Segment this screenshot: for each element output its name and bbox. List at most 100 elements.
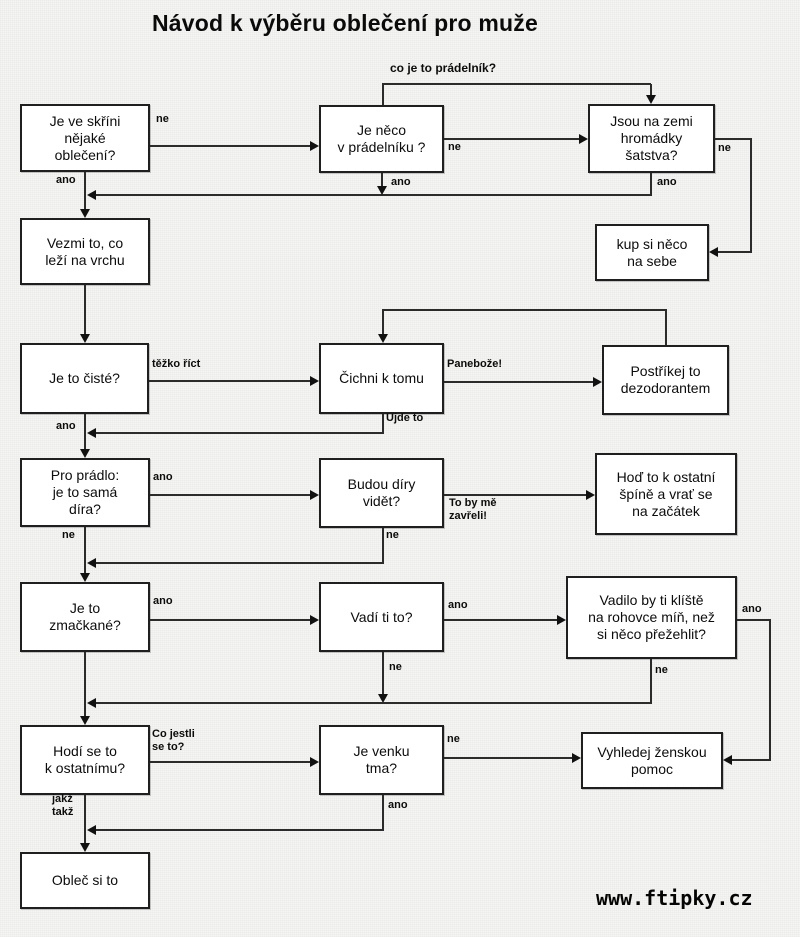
node-oblec-si-to: Obleč si to xyxy=(20,852,150,909)
edge-label: těžko říct xyxy=(152,358,201,370)
arrowhead xyxy=(310,490,319,500)
node-kup-si-neco: kup si něco na sebe xyxy=(595,224,709,281)
arrowhead xyxy=(87,698,96,708)
node-je-ve-skrini: Je ve skříni nějaké oblečení? xyxy=(20,104,150,172)
connector-line xyxy=(150,761,313,763)
connector-line xyxy=(94,194,652,196)
arrowhead xyxy=(646,95,656,104)
connector-line xyxy=(381,173,383,187)
connector-line xyxy=(149,380,313,382)
edge-label: ne xyxy=(62,529,75,541)
arrowhead xyxy=(80,573,90,582)
edge-label: ne xyxy=(389,661,402,673)
arrowhead xyxy=(557,615,566,625)
edge-label: ano xyxy=(448,599,468,611)
arrowhead xyxy=(80,716,90,725)
edge-label: ne xyxy=(655,664,668,676)
arrowhead xyxy=(586,490,595,500)
connector-line xyxy=(94,432,384,434)
edge-label: ano xyxy=(391,176,411,188)
node-vyhledej: Vyhledej ženskou pomoc xyxy=(581,732,723,789)
connector-line xyxy=(444,381,596,383)
connector-line xyxy=(382,795,384,831)
node-zmackane: Je to zmačkané? xyxy=(20,582,150,652)
connector-line xyxy=(150,145,313,147)
arrowhead xyxy=(87,190,96,200)
arrowhead xyxy=(378,694,388,703)
edge-label: ano xyxy=(56,420,76,432)
node-je-venku-tma: Je venku tma? xyxy=(319,725,444,795)
arrowhead xyxy=(310,615,319,625)
arrowhead xyxy=(593,377,602,387)
connector-line xyxy=(444,138,582,140)
connector-line xyxy=(150,619,313,621)
arrowhead xyxy=(377,186,387,195)
edge-label: ano xyxy=(742,603,762,615)
edge-label: ano xyxy=(657,176,677,188)
arrowhead xyxy=(87,558,96,568)
connector-line xyxy=(650,659,652,704)
connector-line xyxy=(84,527,86,574)
connector-line xyxy=(150,494,313,496)
connector-line xyxy=(715,138,752,140)
connector-line xyxy=(382,84,384,105)
connector-line xyxy=(84,795,86,844)
arrowhead xyxy=(378,334,388,343)
node-vezmi-to: Vezmi to, co leží na vrchu xyxy=(20,218,150,285)
connector-line xyxy=(444,619,558,621)
edge-label: ne xyxy=(718,142,731,154)
arrowhead xyxy=(723,755,732,765)
arrowhead xyxy=(80,334,90,343)
connector-line xyxy=(769,619,771,761)
connector-line xyxy=(650,173,652,196)
edge-label: Ujde to xyxy=(386,412,424,424)
connector-line xyxy=(444,757,573,759)
connector-line xyxy=(84,652,86,717)
edge-label: ano xyxy=(388,799,408,811)
arrowhead xyxy=(80,843,90,852)
connector-line xyxy=(750,138,752,253)
connector-line xyxy=(382,309,667,311)
node-hodi-se: Hodí se to k ostatnímu? xyxy=(20,725,150,795)
connector-line xyxy=(94,702,652,704)
connector-line xyxy=(444,494,587,496)
edge-label: Co jestli se to? xyxy=(152,728,195,753)
connector-line xyxy=(94,829,384,831)
edge-label: co je to prádelník? xyxy=(390,61,497,75)
node-pro-pradlo: Pro prádlo: je to samá díra? xyxy=(20,458,150,527)
arrowhead xyxy=(572,753,581,763)
connector-line xyxy=(94,562,384,564)
connector-line xyxy=(382,652,384,695)
edge-label: ano xyxy=(56,174,76,186)
edge-label: ne xyxy=(386,529,399,541)
edge-label: ano xyxy=(153,471,173,483)
arrowhead xyxy=(310,376,319,386)
edge-label: To by mě zavřeli! xyxy=(449,497,497,522)
node-kliste: Vadilo by ti klíště na rohovce míň, než … xyxy=(566,576,737,659)
edge-label: ano xyxy=(153,595,173,607)
arrowhead xyxy=(310,141,319,151)
edge-label: Panebože! xyxy=(447,358,503,370)
arrowhead xyxy=(709,247,718,257)
node-vadi-ti-to: Vadí ti to? xyxy=(319,582,444,652)
connector-line xyxy=(382,528,384,564)
connector-line xyxy=(382,83,651,85)
connector-line xyxy=(84,285,86,335)
node-je-to-ciste: Je to čisté? xyxy=(20,343,149,414)
edge-label: ne xyxy=(447,733,460,745)
connector-line xyxy=(665,309,667,345)
connector-line xyxy=(382,414,384,434)
arrowhead xyxy=(87,428,96,438)
node-cichni: Čichni k tomu xyxy=(319,343,444,414)
node-postrikej: Postříkej to dezodorantem xyxy=(602,345,729,415)
edge-label: jakž takž xyxy=(52,793,74,818)
connector-line xyxy=(716,251,752,253)
node-hromadky: Jsou na zemi hromádky šatstva? xyxy=(588,104,715,173)
arrowhead xyxy=(87,825,96,835)
arrowhead xyxy=(80,209,90,218)
arrowhead xyxy=(80,449,90,458)
node-pradelnik: Je něco v prádelníku ? xyxy=(319,105,444,173)
node-budou-diry: Budou díry vidět? xyxy=(319,458,444,528)
connector-line xyxy=(84,414,86,450)
